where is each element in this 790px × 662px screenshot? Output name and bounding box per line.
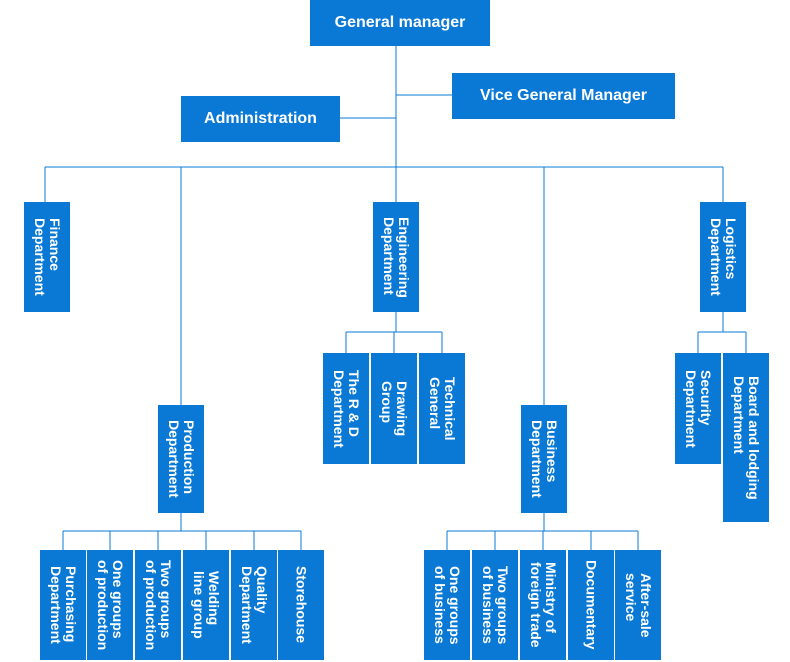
engineering-unit-label: Drawing Group: [379, 380, 410, 437]
production-unit-box: Purchasing Department: [40, 550, 86, 660]
production-department-box: Production Department: [158, 405, 204, 513]
logistics-unit-label: Board and lodging Department: [731, 375, 762, 500]
production-unit-label: One groups of production: [95, 559, 126, 651]
engineering-department-label: Engineering Department: [381, 216, 412, 298]
logistics-department-label: Logistics Department: [708, 218, 739, 296]
production-unit-label: Purchasing Department: [48, 566, 79, 644]
production-unit-label: Welding line group: [191, 571, 222, 639]
production-unit-label: Quality Department: [239, 566, 270, 644]
vice-general-manager-label: Vice General Manager: [480, 87, 647, 104]
engineering-unit-box: The R & D Department: [323, 353, 369, 464]
logistics-department-box: Logistics Department: [700, 202, 746, 312]
business-unit-label: After-sale service: [623, 572, 654, 638]
general-manager-label: General manager: [334, 14, 466, 31]
finance-department-box: Finance Department: [24, 202, 70, 312]
business-unit-label: One groups of business: [432, 565, 463, 645]
business-department-label: Business Department: [529, 420, 560, 498]
vice-general-manager-box: Vice General Manager: [452, 73, 675, 119]
business-unit-label: Documentary: [583, 560, 600, 650]
administration-label: Administration: [204, 110, 317, 127]
production-unit-label: Two groups of production: [143, 559, 174, 651]
engineering-unit-box: Drawing Group: [371, 353, 417, 464]
production-department-label: Production Department: [166, 420, 197, 498]
administration-box: Administration: [181, 96, 340, 142]
general-manager-box: General manager: [310, 0, 490, 46]
business-unit-box: Ministry of foreign trade: [520, 550, 566, 660]
logistics-unit-box: Board and lodging Department: [723, 353, 769, 522]
production-unit-box: One groups of production: [87, 550, 133, 660]
business-unit-box: Documentary: [568, 550, 614, 660]
logistics-unit-label: Security Department: [683, 369, 714, 448]
business-unit-box: After-sale service: [615, 550, 661, 660]
business-department-box: Business Department: [521, 405, 567, 513]
business-unit-box: One groups of business: [424, 550, 470, 660]
production-unit-box: Welding line group: [183, 550, 229, 660]
production-unit-box: Quality Department: [231, 550, 277, 660]
business-unit-label: Ministry of foreign trade: [528, 562, 559, 648]
engineering-department-box: Engineering Department: [373, 202, 419, 312]
logistics-unit-box: Security Department: [675, 353, 721, 464]
production-unit-box: Storehouse: [278, 550, 324, 660]
production-unit-label: Storehouse: [293, 566, 310, 644]
business-unit-box: Two groups of business: [472, 550, 518, 660]
production-unit-box: Two groups of production: [135, 550, 181, 660]
engineering-unit-label: The R & D Department: [331, 369, 362, 448]
business-unit-label: Two groups of business: [480, 565, 511, 645]
engineering-unit-box: Technical General: [419, 353, 465, 464]
finance-department-label: Finance Department: [32, 218, 63, 296]
engineering-unit-label: Technical General: [427, 376, 458, 441]
